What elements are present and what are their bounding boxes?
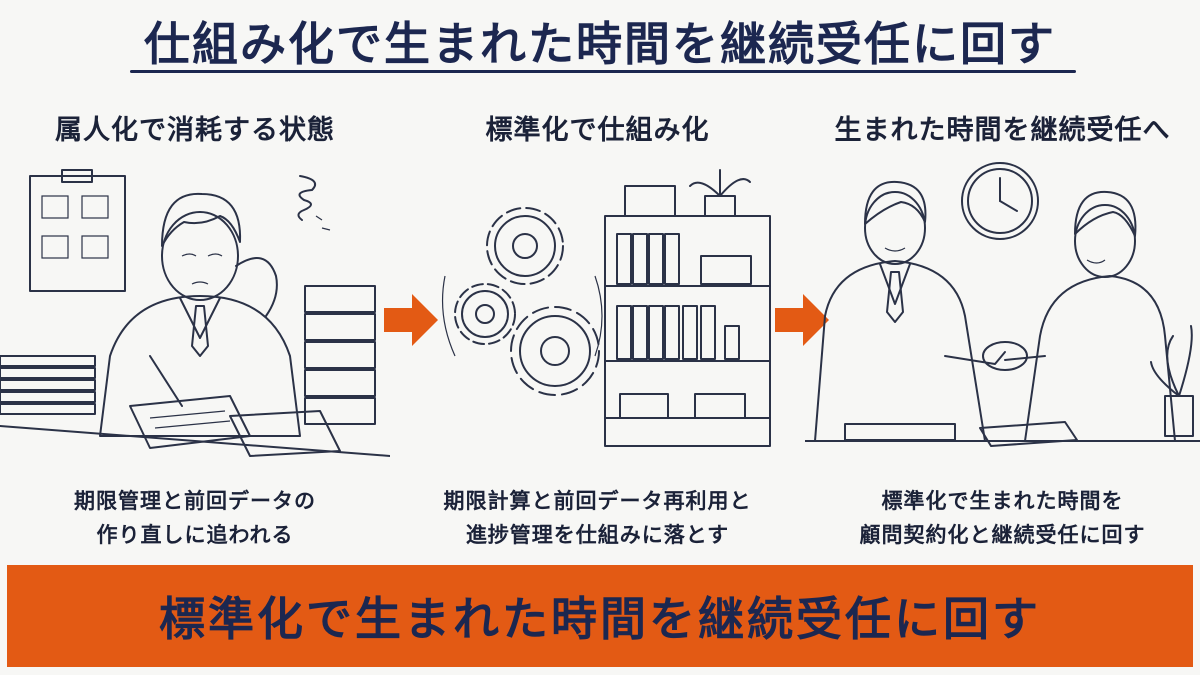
handshake-icon bbox=[983, 342, 1027, 370]
stress-swirl-icon bbox=[298, 176, 330, 230]
panel-continuous-engagement: 生まれた時間を継続受任へ bbox=[805, 96, 1200, 556]
handshake-illustration bbox=[805, 156, 1200, 476]
panel-standardize: 標準化で仕組み化 bbox=[405, 96, 790, 556]
caption-line: 作り直しに追われる bbox=[0, 518, 390, 552]
binder-stack-right bbox=[305, 286, 375, 424]
caption-line: 標準化で生まれた時間を bbox=[805, 484, 1200, 518]
pen-icon bbox=[150, 356, 182, 406]
caption-line: 進捗管理を仕組みに落とす bbox=[405, 518, 790, 552]
title-underline bbox=[130, 70, 1076, 73]
advisor-figure bbox=[815, 182, 1005, 441]
gear-icon bbox=[511, 307, 599, 395]
gear-icon bbox=[455, 284, 515, 344]
gears-shelf-illustration bbox=[405, 156, 790, 476]
paper-stack-left bbox=[0, 356, 95, 414]
panel-caption-continuous: 標準化で生まれた時間を 顧問契約化と継続受任に回す bbox=[805, 484, 1200, 552]
notebook-icon bbox=[845, 424, 955, 440]
document-icon bbox=[980, 422, 1077, 446]
summary-banner: 標準化で生まれた時間を継続受任に回す bbox=[7, 565, 1193, 667]
desk-papers bbox=[130, 396, 340, 456]
client-figure bbox=[1005, 192, 1175, 441]
panel-caption-standardize: 期限計算と前回データ再利用と 進捗管理を仕組みに落とす bbox=[405, 484, 790, 552]
caption-line: 期限管理と前回データの bbox=[0, 484, 390, 518]
banner-text: 標準化で生まれた時間を継続受任に回す bbox=[159, 583, 1041, 649]
bookshelf-icon bbox=[605, 186, 770, 446]
caption-line: 期限計算と前回データ再利用と bbox=[405, 484, 790, 518]
panel-heading-burnout: 属人化で消耗する状態 bbox=[0, 108, 390, 147]
gear-icon bbox=[487, 208, 563, 284]
panel-burnout: 属人化で消耗する状態 bbox=[0, 96, 390, 556]
potted-plant-icon bbox=[690, 170, 750, 216]
panel-heading-standardize: 標準化で仕組み化 bbox=[405, 108, 790, 147]
caption-line: 顧問契約化と継続受任に回す bbox=[805, 518, 1200, 552]
clock-icon bbox=[962, 163, 1038, 239]
stressed-worker-illustration bbox=[0, 156, 390, 476]
panel-caption-burnout: 期限管理と前回データの 作り直しに追われる bbox=[0, 484, 390, 552]
clipboard-icon bbox=[30, 170, 125, 291]
panel-heading-continuous: 生まれた時間を継続受任へ bbox=[805, 108, 1200, 147]
